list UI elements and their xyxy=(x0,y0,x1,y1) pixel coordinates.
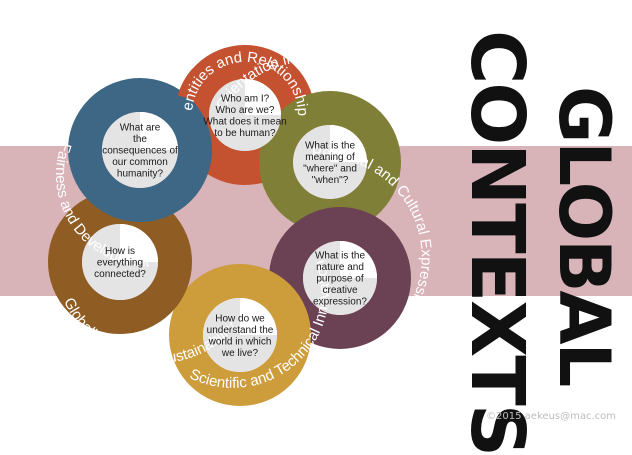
global-contexts-diagram: Identities and Relationships Orientation… xyxy=(48,45,411,406)
identities-overlap xyxy=(177,68,219,106)
fairness-disc-highlight xyxy=(140,112,178,150)
fairness-question-line: What are xyxy=(120,123,161,134)
scientific-question-line: understand the xyxy=(207,325,274,336)
fairness-question-line: humanity? xyxy=(117,169,164,180)
scientific-question-line: we live? xyxy=(221,348,259,359)
personal-question-line: purpose of xyxy=(316,274,363,285)
globalization-question-line: How is xyxy=(105,246,135,257)
personal-question-line: What is the xyxy=(315,251,365,262)
orientation-question-line: "when"? xyxy=(312,175,349,186)
orientation-question-line: meaning of xyxy=(305,152,355,163)
copyright-text: ©2015 aekeus@mac.com xyxy=(486,411,616,422)
orientation-question-line: What is the xyxy=(305,140,355,151)
identities-question-line: What does it mean xyxy=(203,116,286,127)
fairness-question-line: consequences of xyxy=(102,146,178,157)
rings-group xyxy=(48,45,411,406)
scientific-ring xyxy=(169,264,311,406)
inner-discs xyxy=(82,79,377,372)
scientific-disc-highlight xyxy=(240,298,277,335)
globalization-disc-highlight xyxy=(120,224,158,262)
scientific-question-line: How do we xyxy=(215,313,265,324)
personal-question-line: expression? xyxy=(313,297,367,308)
orientation-disc-highlight xyxy=(330,125,367,162)
globalization-question-line: connected? xyxy=(94,269,146,280)
orientation-question-line: "where" and xyxy=(303,163,357,174)
identities-disc-highlight xyxy=(245,79,281,115)
identities-question-line: Who are we? xyxy=(216,105,275,116)
fairness-question-line: our common xyxy=(112,157,168,168)
personal-disc-highlight xyxy=(340,241,377,278)
fairness-question-line: the xyxy=(133,134,147,145)
scientific-question-line: world in which xyxy=(208,336,272,347)
fairness-ring xyxy=(68,78,212,222)
personal-question-line: creative xyxy=(322,285,357,296)
personal-question-line: nature and xyxy=(316,262,364,273)
personal-ring xyxy=(269,207,411,349)
identities-question-line: Who am I? xyxy=(221,93,270,104)
identities-question-line: to be human? xyxy=(214,128,276,139)
globalization-question-line: everything xyxy=(97,258,143,269)
